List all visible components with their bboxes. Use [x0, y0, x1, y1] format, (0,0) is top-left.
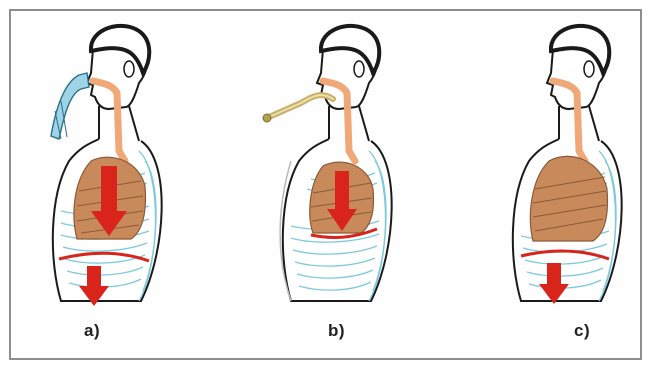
panel-a: a) [21, 11, 231, 362]
figure-c-illustration [481, 11, 655, 311]
caption-a: a) [84, 321, 100, 341]
caption-b: b) [328, 321, 345, 341]
lungs [530, 156, 607, 241]
figure-frame: a) [9, 9, 642, 360]
panel-c: c) [481, 11, 655, 362]
figure-b-illustration [251, 11, 461, 311]
caption-c: c) [574, 321, 590, 341]
panel-b: b) [251, 11, 461, 362]
nose-mask [51, 73, 89, 139]
figure-a-illustration [21, 11, 231, 311]
tube-tip [263, 114, 271, 122]
